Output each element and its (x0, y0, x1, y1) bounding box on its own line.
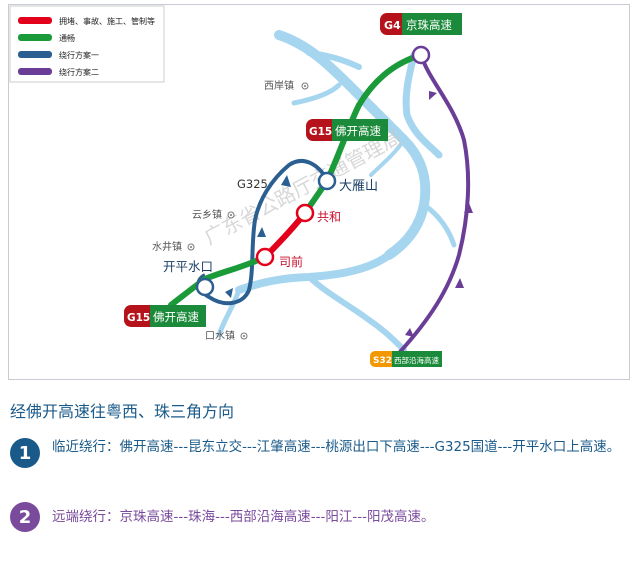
svg-text:G4: G4 (384, 19, 401, 32)
detour-route-2-arrows (405, 91, 473, 337)
legend-label-congested: 拥堵、事故、施工、管制等 (59, 16, 155, 26)
route-number-badge: 2 (10, 502, 40, 532)
legend-label-detour-2: 绕行方案二 (59, 67, 99, 77)
legend-label-open: 通畅 (59, 33, 75, 43)
route-option-2: 2 远端绕行：京珠高速---珠海---西部沿海高速---阳江---阳茂高速。 (10, 502, 622, 532)
road-badge-g15-upper: G15 佛开高速 (306, 119, 388, 141)
legend-swatch-open (18, 34, 52, 41)
node-kaiping-shuikou (195, 277, 215, 297)
node-label-gonghe: 共和 (317, 210, 341, 224)
road-badge-g4: G4 京珠高速 (380, 13, 462, 35)
town-xian: 西岸镇 (264, 79, 294, 92)
node-g4-junction (411, 45, 431, 65)
legend-swatch-detour-1 (18, 51, 52, 58)
svg-text:京珠高速: 京珠高速 (406, 18, 452, 32)
route-description: 临近绕行：佛开高速---昆东立交---江肇高速---桃源出口下高速---G325… (52, 439, 621, 455)
node-label-siqian: 司前 (279, 254, 303, 269)
river (216, 30, 457, 353)
detour-route-1-arrows (225, 175, 291, 298)
route-description: 远端绕行：京珠高速---珠海---西部沿海高速---阳江---阳茂高速。 (52, 509, 435, 525)
road-badge-s32: S32 西部沿海高速 (370, 351, 442, 367)
node-gonghe (295, 203, 315, 223)
node-siqian (255, 247, 275, 267)
node-label-kaiping-shuikou: 开平水口 (163, 259, 213, 274)
svg-text:西部沿海高速: 西部沿海高速 (394, 355, 439, 365)
map-nodes (195, 45, 431, 297)
svg-text:佛开高速: 佛开高速 (153, 310, 199, 324)
route-map: 广东省公路厅交通管理局 大雁山 共和 (8, 4, 630, 380)
section-heading: 经佛开高速往粤西、珠三角方向 (10, 402, 235, 421)
svg-text:S32: S32 (373, 356, 392, 366)
route-number-badge: 1 (10, 438, 40, 468)
map-canvas: 广东省公路厅交通管理局 大雁山 共和 (9, 5, 473, 367)
svg-text:G15: G15 (309, 126, 332, 138)
road-label-g325: G325 (237, 177, 268, 191)
road-badge-g15-lower: G15 佛开高速 (124, 305, 206, 327)
town-markers: 西岸镇 云乡镇 水井镇 口水镇 (152, 79, 309, 342)
node-label-dayanshan: 大雁山 (339, 179, 378, 194)
detour-route-2-line (397, 54, 471, 355)
town-shuijing: 水井镇 (152, 240, 182, 253)
route-option-1: 1 临近绕行：佛开高速---昆东立交---江肇高速---桃源出口下高速---G3… (10, 438, 622, 468)
node-dayanshan (317, 171, 337, 191)
legend-swatch-detour-2 (18, 68, 52, 75)
map-legend: 拥堵、事故、施工、管制等 通畅 绕行方案一 绕行方案二 (9, 5, 165, 83)
svg-text:G15: G15 (127, 312, 150, 324)
svg-text:佛开高速: 佛开高速 (335, 124, 381, 138)
detour-route-1-line (196, 159, 329, 306)
town-yunxiang: 云乡镇 (192, 208, 222, 221)
legend-swatch-congested (18, 17, 52, 24)
town-koushui: 口水镇 (205, 329, 235, 342)
legend-label-detour-1: 绕行方案一 (59, 50, 99, 60)
